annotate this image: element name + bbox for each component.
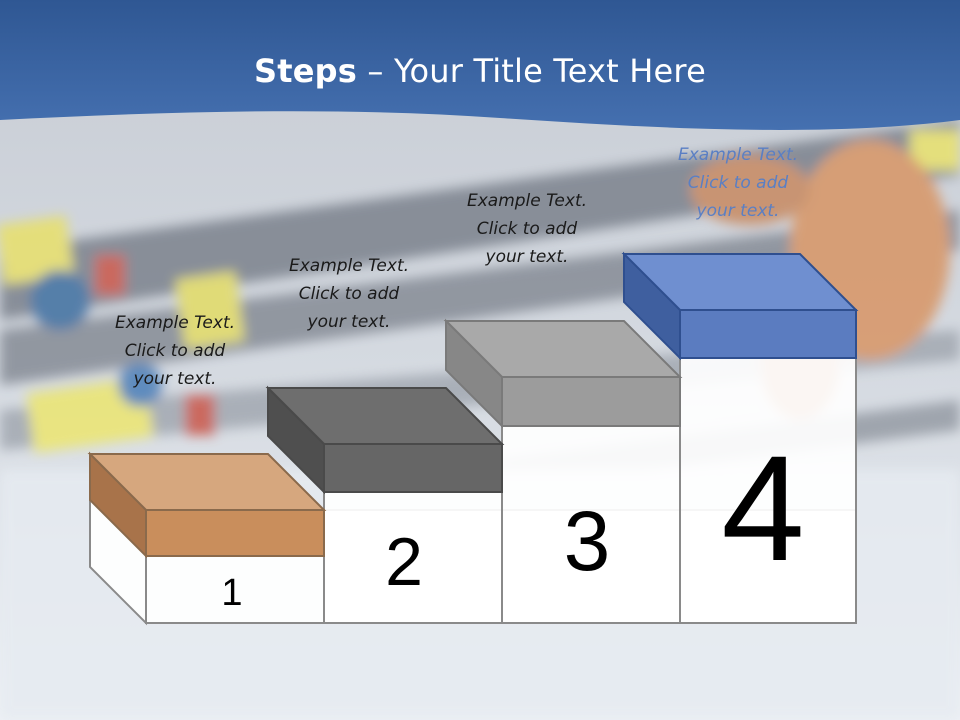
caption-line: your text. [485,247,569,267]
step-4-front [679,309,857,359]
step-3-number: 3 [564,494,611,588]
caption-line: Example Text. [288,256,410,276]
step-1-block[interactable] [87,451,327,559]
step-4-block[interactable] [621,251,859,361]
step-3-front [501,376,681,427]
slide-title: Steps – Your Title Text Here [0,52,960,90]
caption-line: Click to add [298,284,400,304]
caption-line: your text. [133,369,217,389]
caption-line: Click to add [476,219,578,239]
title-bold: Steps [254,52,358,90]
step-2-number: 2 [385,524,423,600]
step-3-caption[interactable]: Example Text. Click to add your text. [437,187,617,271]
caption-line: Click to add [124,341,226,361]
step-2-front [323,443,503,493]
step-3-block[interactable] [443,318,683,429]
caption-line: your text. [307,312,391,332]
step-4-number: 4 [721,424,804,592]
step-1-caption[interactable]: Example Text. Click to add your text. [85,309,265,393]
step-4-caption[interactable]: Example Text. Click to add your text. [648,141,828,225]
caption-line: Example Text. [114,313,236,333]
step-1-front [145,509,325,557]
caption-line: your text. [696,201,780,221]
caption-line: Example Text. [466,191,588,211]
step-1-number: 1 [221,572,242,614]
title-rest: – Your Title Text Here [357,52,706,90]
step-2-block[interactable] [265,385,505,495]
step-2-caption[interactable]: Example Text. Click to add your text. [259,252,439,336]
caption-line: Example Text. [677,145,799,165]
caption-line: Click to add [687,173,789,193]
